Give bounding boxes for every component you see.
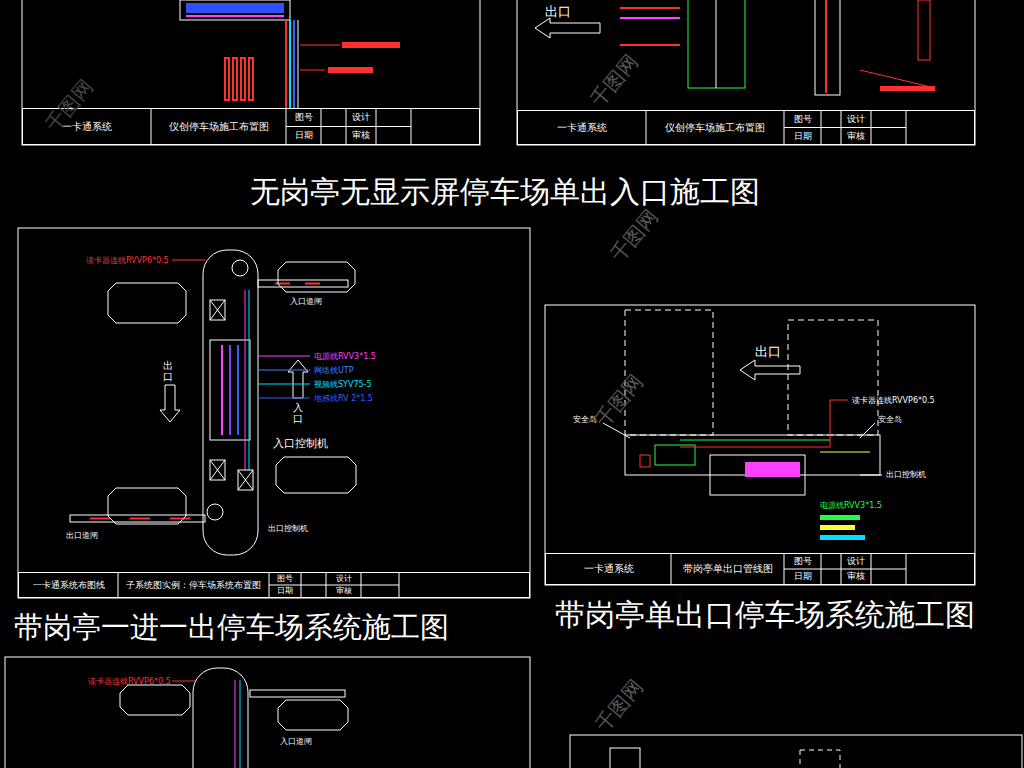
title-cell: 仪创停车场施工布置图 [151,109,286,144]
title-block: 一卡通系统仪创停车场施工布置图图号 设计日期 审核 [22,108,480,145]
exit-booth-plan [610,748,840,768]
entrance-plan [180,0,400,108]
cable-label: 电源线RVV3*1.5 [314,351,376,362]
title-cell: 审核 [346,127,376,145]
title-block: 一卡通系统布图线子系统图实例：停车场系统布置图图号 设计日期 审核 [18,572,530,598]
cable-label: 读卡器连线RVVP6*0.5 [88,676,171,687]
title-cell: 图号 [269,573,301,585]
booth-plan [70,250,356,555]
direction-label: 入口 [293,402,303,424]
grid-line [784,127,906,128]
title-cell: 设计 [346,109,376,127]
sheet-frame [22,0,480,145]
equipment-label: 出口控制机 [268,523,308,534]
grid-line [286,126,411,127]
sheet-frame [18,228,530,598]
equipment-label: 出口道闸 [66,530,98,541]
exit-booth-plan [603,310,882,540]
title-cell: 设计 [326,573,361,585]
title-cell: 子系统图实例：停车场系统布置图 [118,573,269,597]
grid-line [151,109,152,144]
cable-label: 读卡器连线RVVP6*0.5 [852,395,935,406]
title-cell: 图号 [784,554,821,569]
direction-label: 出口 [545,3,571,21]
title-cell: 一卡通系统布图线 [19,573,118,597]
cable-label: 网络线UTP [314,365,354,376]
grid-line [784,569,906,570]
watermark: 千图网 [585,49,644,112]
title-cell: 一卡通系统 [518,111,646,144]
sheet-frame [545,305,975,585]
equipment-label: 入口道闸 [290,296,322,307]
grid-line [118,573,119,597]
sheet-frame [570,735,1022,768]
title-cell: 审核 [841,569,871,584]
title-block: 一卡通系统仪创停车场施工布置图图号 设计日期 审核 [517,110,975,145]
title-cell: 日期 [286,127,321,145]
title-cell: 一卡通系统 [546,554,671,584]
title-cell: 带岗亭单出口管线图 [671,554,784,584]
title-cell: 设计 [841,554,871,569]
title-cell: 日期 [269,585,301,597]
sheet-frame [517,0,975,145]
title-cell: 审核 [326,585,361,597]
cable-label: 电源线RVV3*1.5 [820,500,882,511]
title-block: 一卡通系统带岗亭单出口管线图图号 设计日期 审核 [545,553,975,585]
title-cell: 图号 [784,111,821,128]
drawing-caption: 带岗亭单出口停车场系统施工图 [555,595,975,636]
watermark: 千图网 [605,204,664,267]
grid-line [269,585,399,586]
grid-line [646,111,647,144]
equipment-label: 出口控制机 [886,469,926,480]
equipment-label: 安全岛 [878,414,902,425]
grid-line [671,554,672,584]
watermark: 千图网 [590,674,649,737]
title-cell: 日期 [784,569,821,584]
drawing-caption: 带岗亭一进一出停车场系统施工图 [14,608,449,648]
title-cell: 图号 [286,109,321,127]
equipment-label: 入口道闸 [280,736,312,747]
title-cell: 设计 [841,111,871,128]
cable-label: 视频线SYV75-5 [314,379,372,390]
title-cell: 审核 [841,128,871,145]
cable-label: 读卡器连线RVVP6*0.5 [86,255,169,266]
watermark: 千图网 [590,369,649,432]
sheet-frame [5,657,530,768]
direction-label: 出口 [163,360,173,382]
drawing-caption: 无岗亭无显示屏停车场单出入口施工图 [250,172,760,213]
equipment-label: 入口控制机 [273,436,328,451]
cable-label: 地感线RV 2*1.5 [314,393,373,404]
direction-label: 出口 [755,343,781,361]
title-cell: 日期 [784,128,821,145]
title-cell: 仪创停车场施工布置图 [646,111,784,144]
title-cell: 一卡通系统 [23,109,151,144]
exit-plan [535,0,935,95]
